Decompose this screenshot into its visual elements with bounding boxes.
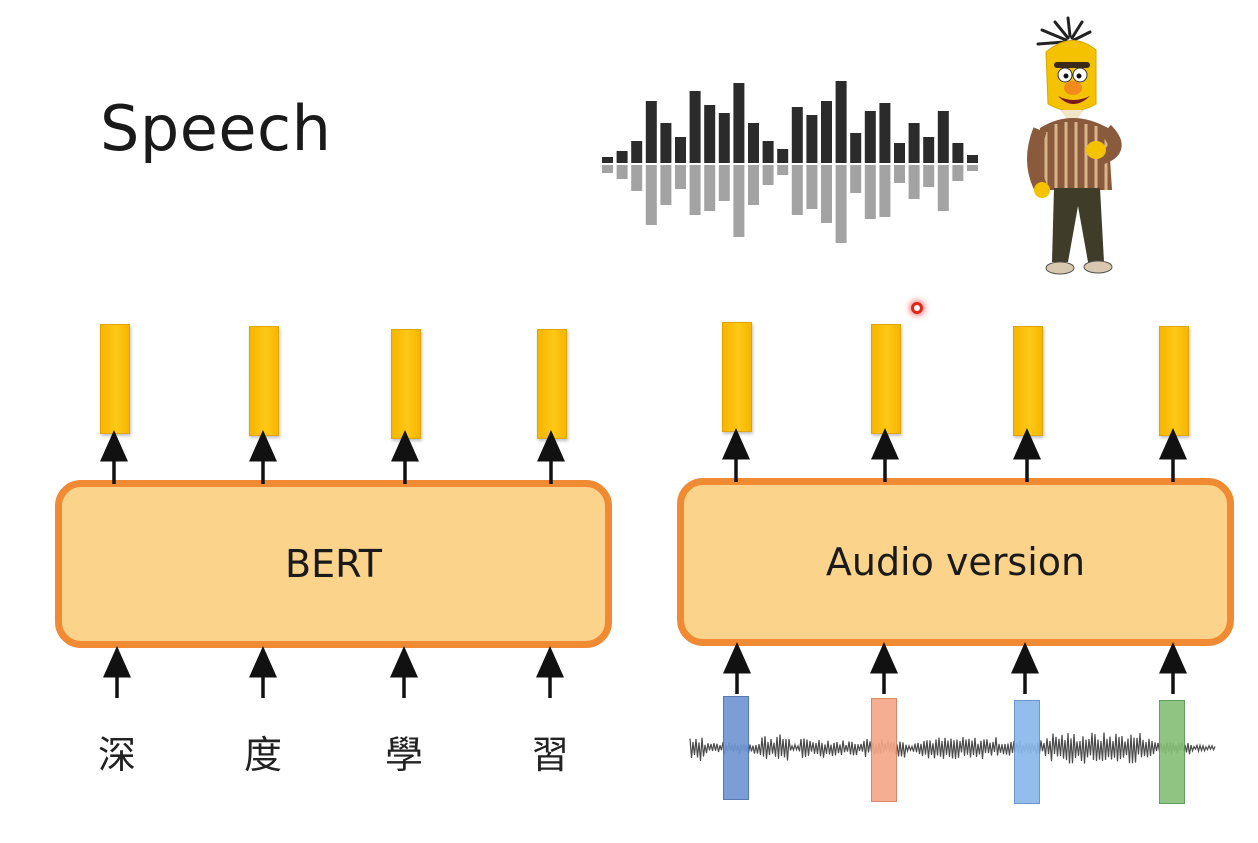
audio-output-vector-3: [1013, 326, 1043, 436]
bert-output-vector-1: [100, 324, 130, 434]
audio-version-label: Audio version: [825, 540, 1086, 584]
bert-box: BERT: [55, 480, 612, 648]
audio-segment-4: [1159, 700, 1185, 804]
page-title: Speech: [100, 92, 332, 165]
bert-label: BERT: [285, 542, 382, 586]
input-token-2: 度: [243, 733, 282, 777]
audio-version-box: Audio version: [677, 478, 1234, 646]
bert-output-vector-4: [537, 329, 567, 439]
laser-pointer-icon: [911, 302, 923, 314]
input-token-1: 深: [97, 733, 136, 777]
audio-output-vector-4: [1159, 326, 1189, 436]
input-token-4: 習: [530, 733, 569, 777]
audio-segment-3: [1014, 700, 1040, 804]
input-token-3: 學: [384, 733, 423, 777]
audio-output-vector-2: [871, 324, 901, 434]
audio-segment-2: [871, 698, 897, 802]
audio-segment-1: [723, 696, 749, 800]
